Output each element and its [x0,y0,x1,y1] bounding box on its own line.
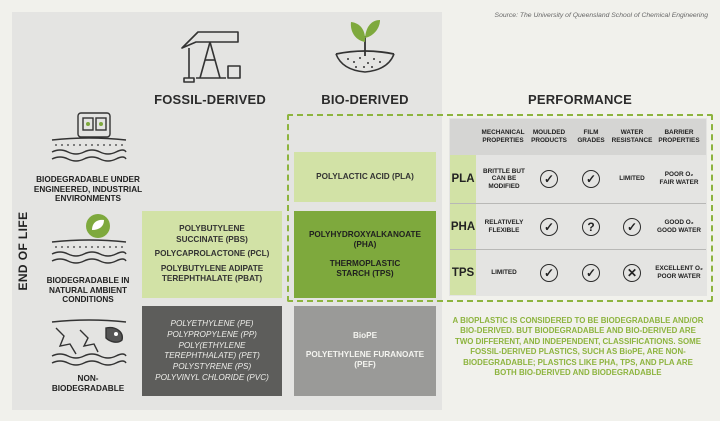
perf-mechanical-pla: BRITTLE BUT CAN BE MODIFIED [483,167,525,190]
row-label-industrial: BIODEGRADABLE UNDER ENGINEERED, INDUSTRI… [33,175,143,204]
perf-mechanical-pha: RELATIVELY FLEXIBLE [484,218,524,234]
industrial-composter-icon [46,110,132,168]
perf-film-cell: ✓ [571,156,611,202]
perf-mechanical-tps: LIMITED [491,268,517,276]
check-icon: ✓ [540,170,558,188]
perf-water-cell: ✕ [611,250,653,295]
row-label-non: NON-BIODEGRADABLE [51,374,125,393]
perf-moulded-cell: ✓ [529,250,569,295]
perf-barrier-tps: EXCELLENT O₂ POOR WATER [653,250,705,295]
cell-fossil-ambient: POLYBUTYLENE SUCCINATE (PBS) POLYCAPROLA… [142,211,282,298]
check-icon: ✓ [582,263,600,282]
cell-item: POLYBUTYLENE SUCCINATE (PBS) [176,224,248,244]
perf-code-pla: PLA [451,173,475,185]
check-icon: ✓ [540,263,558,282]
cross-icon: ✕ [623,263,641,282]
leaf-soil-icon [46,210,132,266]
cell-item: THERMOPLASTIC STARCH (TPS) [329,258,401,279]
performance-header-row [450,119,706,155]
check-icon: ✓ [582,170,600,188]
row-label-ambient: BIODEGRADABLE IN NATURAL AMBIENT CONDITI… [46,276,130,305]
row-divider [450,203,706,204]
barrier-line: EXCELLENT O₂ [655,264,703,272]
performance-header-moulded: MOULDED PRODUCTS [531,129,567,144]
cell-item: POLYHYDROXYALKANOATE (PHA) [308,229,422,250]
cell-item: BioPE [352,331,378,341]
cell-bio-industrial: POLYLACTIC ACID (PLA) [294,152,436,202]
perf-water-cell: ✓ [611,204,653,249]
bioplastic-note: A BIOPLASTIC IS CONSIDERED TO BE BIODEGR… [452,316,704,378]
question-icon: ? [582,217,600,236]
cell-item: POLYETHYLENE (PE) [170,319,254,328]
column-header-performance: PERFORMANCE [527,92,633,107]
performance-header-film: FILM GRADES [577,129,605,144]
barrier-line: GOOD WATER [657,226,701,234]
cell-item: POLYLACTIC ACID (PLA) [316,171,414,181]
cell-item: POLY(ETHYLENE TEREPHTHALATE) (PET) [164,341,260,360]
oil-pump-icon [176,20,248,84]
column-header-fossil: FOSSIL-DERIVED [154,92,266,107]
cell-fossil-non: POLYETHYLENE (PE) POLYPROPYLENE (PP) POL… [142,306,282,396]
cell-item: POLYETHYLENE FURANOATE (PEF) [305,349,425,370]
perf-barrier-pla: POOR O₂ FAIR WATER [653,156,705,202]
perf-water-pla: LIMITED [619,175,645,183]
performance-code-column [450,155,476,295]
sprout-icon [330,14,400,80]
column-header-bio: BIO-DERIVED [321,92,409,107]
perf-moulded-cell: ✓ [529,204,569,249]
perf-moulded-cell: ✓ [529,156,569,202]
cell-bio-ambient: POLYHYDROXYALKANOATE (PHA) THERMOPLASTIC… [294,211,436,298]
row-divider [450,249,706,250]
check-icon: ✓ [540,217,558,236]
bio-biodegradable-highlight [287,114,713,302]
performance-header-barrier: BARRIER PROPERTIES [658,129,700,144]
dinosaur-fossil-icon [46,310,132,368]
barrier-line: POOR WATER [657,272,701,280]
cell-item: POLYPROPYLENE (PP) [167,330,257,339]
cell-item: POLYSTYRENE (PS) [172,362,252,371]
cell-item: POLYBUTYLENE ADIPATE TEREPHTHALATE (PBAT… [160,263,264,284]
performance-header-mechanical: MECHANICAL PROPERTIES [481,129,525,144]
performance-header-water: WATER RESISTANCE [611,129,653,144]
barrier-line: FAIR WATER [659,179,699,186]
cell-item: POLYVINYL CHLORIDE (PVC) [155,373,269,382]
perf-code-tps: TPS [451,266,475,279]
cell-bio-non: BioPE POLYETHYLENE FURANOATE (PEF) [294,306,436,396]
perf-film-cell: ? [571,204,611,249]
check-icon: ✓ [623,217,641,236]
perf-barrier-pha: GOOD O₂ GOOD WATER [653,204,705,249]
cell-item: POLYCAPROLACTONE (PCL) [154,249,270,259]
source-note: Source: The University of Queensland Sch… [494,12,708,19]
barrier-line: POOR O₂ [664,171,694,179]
barrier-line: GOOD O₂ [664,218,694,226]
perf-code-pha: PHA [450,220,476,233]
perf-film-cell: ✓ [571,250,611,295]
